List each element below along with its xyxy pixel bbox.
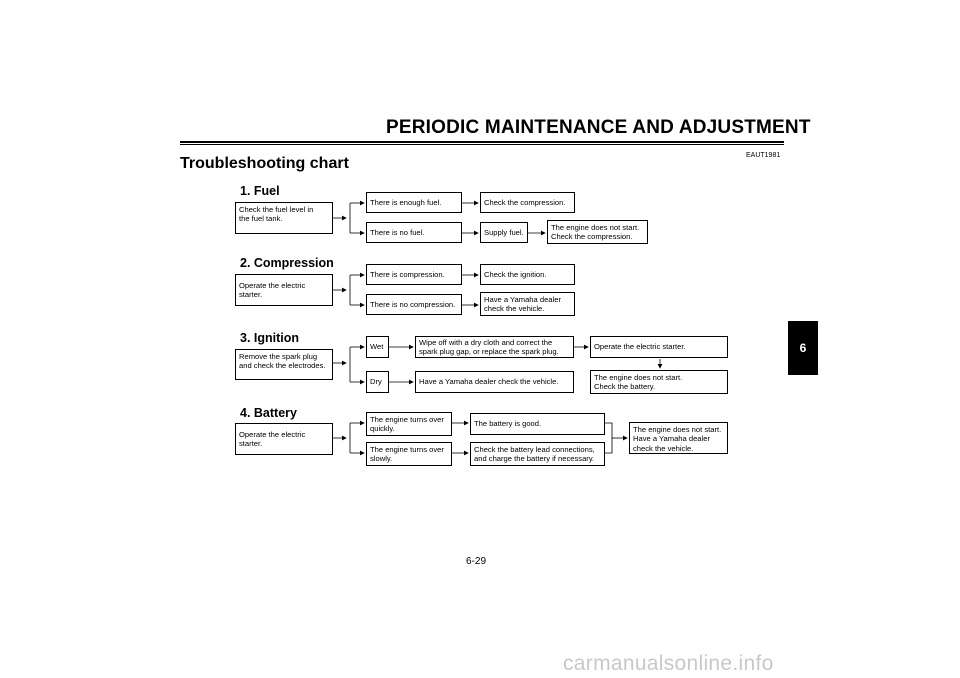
compression-dealer-box: Have a Yamaha dealer check the vehicle. [480, 292, 575, 316]
fuel-not-start-box: The engine does not start. Check the com… [547, 220, 648, 244]
document-code: EAUT1981 [746, 152, 781, 159]
fuel-check-compression-box: Check the compression. [480, 192, 575, 213]
ignition-wipe-box: Wipe off with a dry cloth and correct th… [415, 336, 574, 358]
fuel-no-fuel-box: There is no fuel. [366, 222, 462, 243]
ignition-dry-box: Dry [366, 371, 389, 393]
compression-no-box: There is no compression. [366, 294, 462, 315]
battery-not-start-box: The engine does not start. Have a Yamaha… [629, 422, 728, 454]
fuel-enough-box: There is enough fuel. [366, 192, 462, 213]
page-title: Troubleshooting chart [180, 155, 349, 172]
compression-start-box: Operate the electric starter. [235, 274, 333, 306]
fuel-start-box: Check the fuel level in the fuel tank. [235, 202, 333, 234]
section-title-ignition: 3. Ignition [240, 331, 300, 345]
compression-yes-box: There is compression. [366, 264, 462, 285]
ignition-not-start-box: The engine does not start. Check the bat… [590, 370, 728, 394]
battery-good-box: The battery is good. [470, 413, 605, 435]
battery-charge-box: Check the battery lead connections, and … [470, 442, 605, 466]
ignition-dealer-box: Have a Yamaha dealer check the vehicle. [415, 371, 574, 393]
section-title-fuel: 1. Fuel [240, 184, 280, 198]
fuel-supply-box: Supply fuel. [480, 222, 528, 243]
ignition-wet-box: Wet [366, 336, 389, 358]
section-title-battery: 4. Battery [240, 406, 297, 420]
ignition-start-box: Remove the spark plug and check the elec… [235, 349, 333, 380]
ignition-operate-box: Operate the electric starter. [590, 336, 728, 358]
header-rule-thin [180, 144, 784, 145]
watermark: carmanualsonline.info [563, 652, 774, 675]
compression-check-ignition-box: Check the ignition. [480, 264, 575, 285]
battery-slow-box: The engine turns over slowly. [366, 442, 452, 466]
battery-quick-box: The engine turns over quickly. [366, 412, 452, 436]
page-number: 6-29 [466, 556, 487, 567]
header-title: PERIODIC MAINTENANCE AND ADJUSTMENT [386, 117, 811, 138]
chapter-tab: 6 [788, 321, 818, 375]
header-rule [180, 141, 784, 143]
battery-start-box: Operate the electric starter. [235, 423, 333, 455]
section-title-compression: 2. Compression [240, 256, 334, 270]
